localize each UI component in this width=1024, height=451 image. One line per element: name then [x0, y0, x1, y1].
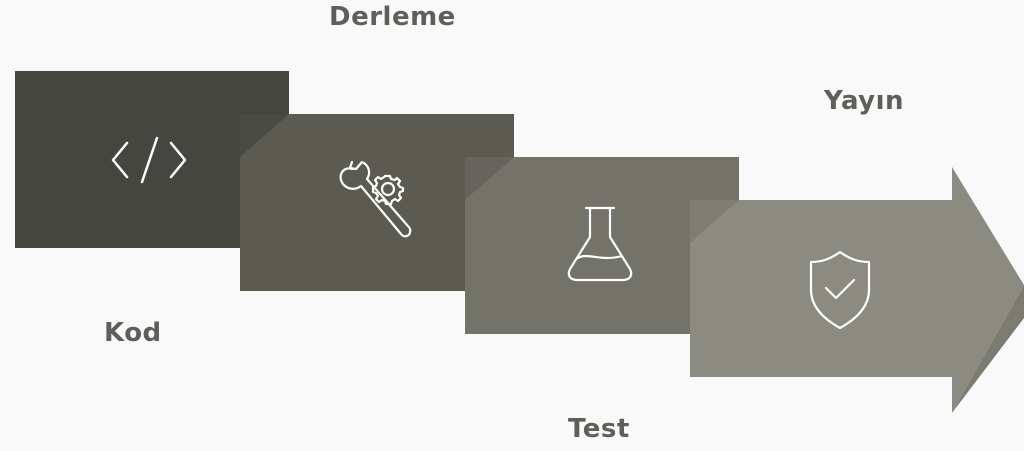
- shield-check-icon: [809, 250, 871, 330]
- wrench-gear-icon: [339, 160, 412, 238]
- code-brackets-icon: [111, 136, 187, 184]
- stage-label-test: Test: [568, 414, 630, 444]
- stage-derleme-corner: [240, 114, 289, 157]
- stage-label-derleme: Derleme: [329, 2, 456, 32]
- stage-label-kod: Kod: [104, 318, 162, 348]
- stage-yayin: [690, 167, 1024, 413]
- stage-yayin-corner: [690, 200, 739, 243]
- stage-yayin-arrow: [690, 167, 1024, 413]
- stage-yayin-arrow-shade: [952, 285, 1024, 413]
- stage-test-corner: [465, 157, 514, 200]
- stage-label-yayin: Yayın: [824, 86, 905, 116]
- flask-icon: [567, 206, 633, 282]
